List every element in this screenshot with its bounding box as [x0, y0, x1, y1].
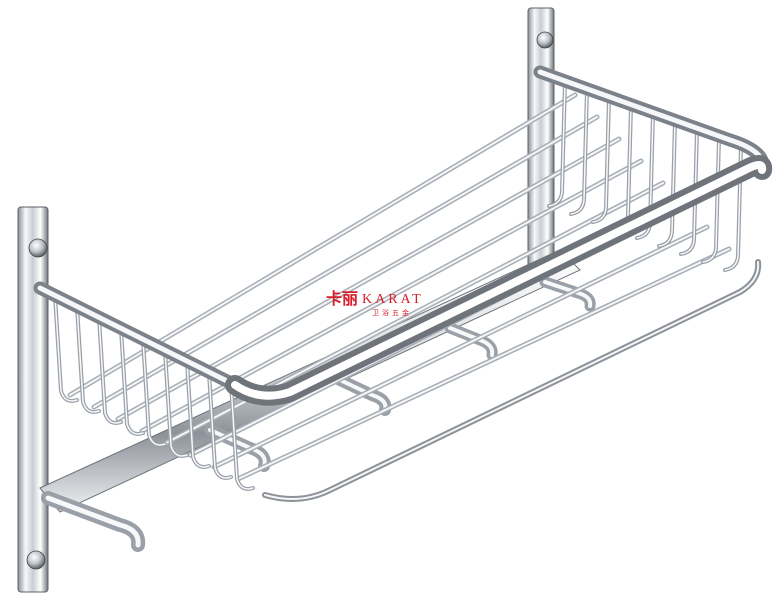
basket-rib-highlight	[592, 97, 610, 223]
floor-wire-highlight	[69, 94, 576, 396]
basket-rib-highlight	[142, 339, 166, 446]
basket-rib-highlight	[120, 328, 144, 435]
basket-rib-highlight	[76, 306, 100, 413]
right-wall-plate	[527, 7, 555, 271]
basket-rib-highlight	[680, 129, 698, 255]
floor-wire-highlight	[213, 226, 708, 468]
brand-tagline: 卫浴五金	[372, 308, 412, 317]
basket-rib-highlight	[658, 121, 676, 247]
basket-rib-highlight	[98, 317, 122, 424]
basket-rib-highlight	[570, 89, 588, 215]
screw-icon	[536, 31, 554, 49]
screw-icon	[26, 550, 46, 570]
basket-rib-highlight	[548, 81, 566, 207]
basket-rib-highlight	[54, 295, 78, 402]
hook	[539, 276, 596, 312]
basket-rib-highlight	[230, 383, 254, 490]
hook	[41, 491, 146, 552]
floor-wire-highlight	[237, 248, 730, 480]
basket-rib-highlight	[164, 350, 188, 457]
basket-rib-highlight	[724, 145, 742, 271]
brand-cn: 卡丽	[326, 289, 358, 308]
basket-rib-highlight	[208, 372, 232, 479]
screw-icon	[28, 238, 48, 258]
wire-basket	[33, 65, 773, 502]
brand-latin: KARAT	[362, 292, 424, 307]
left-wall-plate	[17, 206, 49, 593]
brand-watermark: 卡丽 KARAT 卫浴五金	[326, 289, 424, 317]
basket-rib-highlight	[186, 361, 210, 468]
basket-rib-highlight	[702, 137, 720, 263]
